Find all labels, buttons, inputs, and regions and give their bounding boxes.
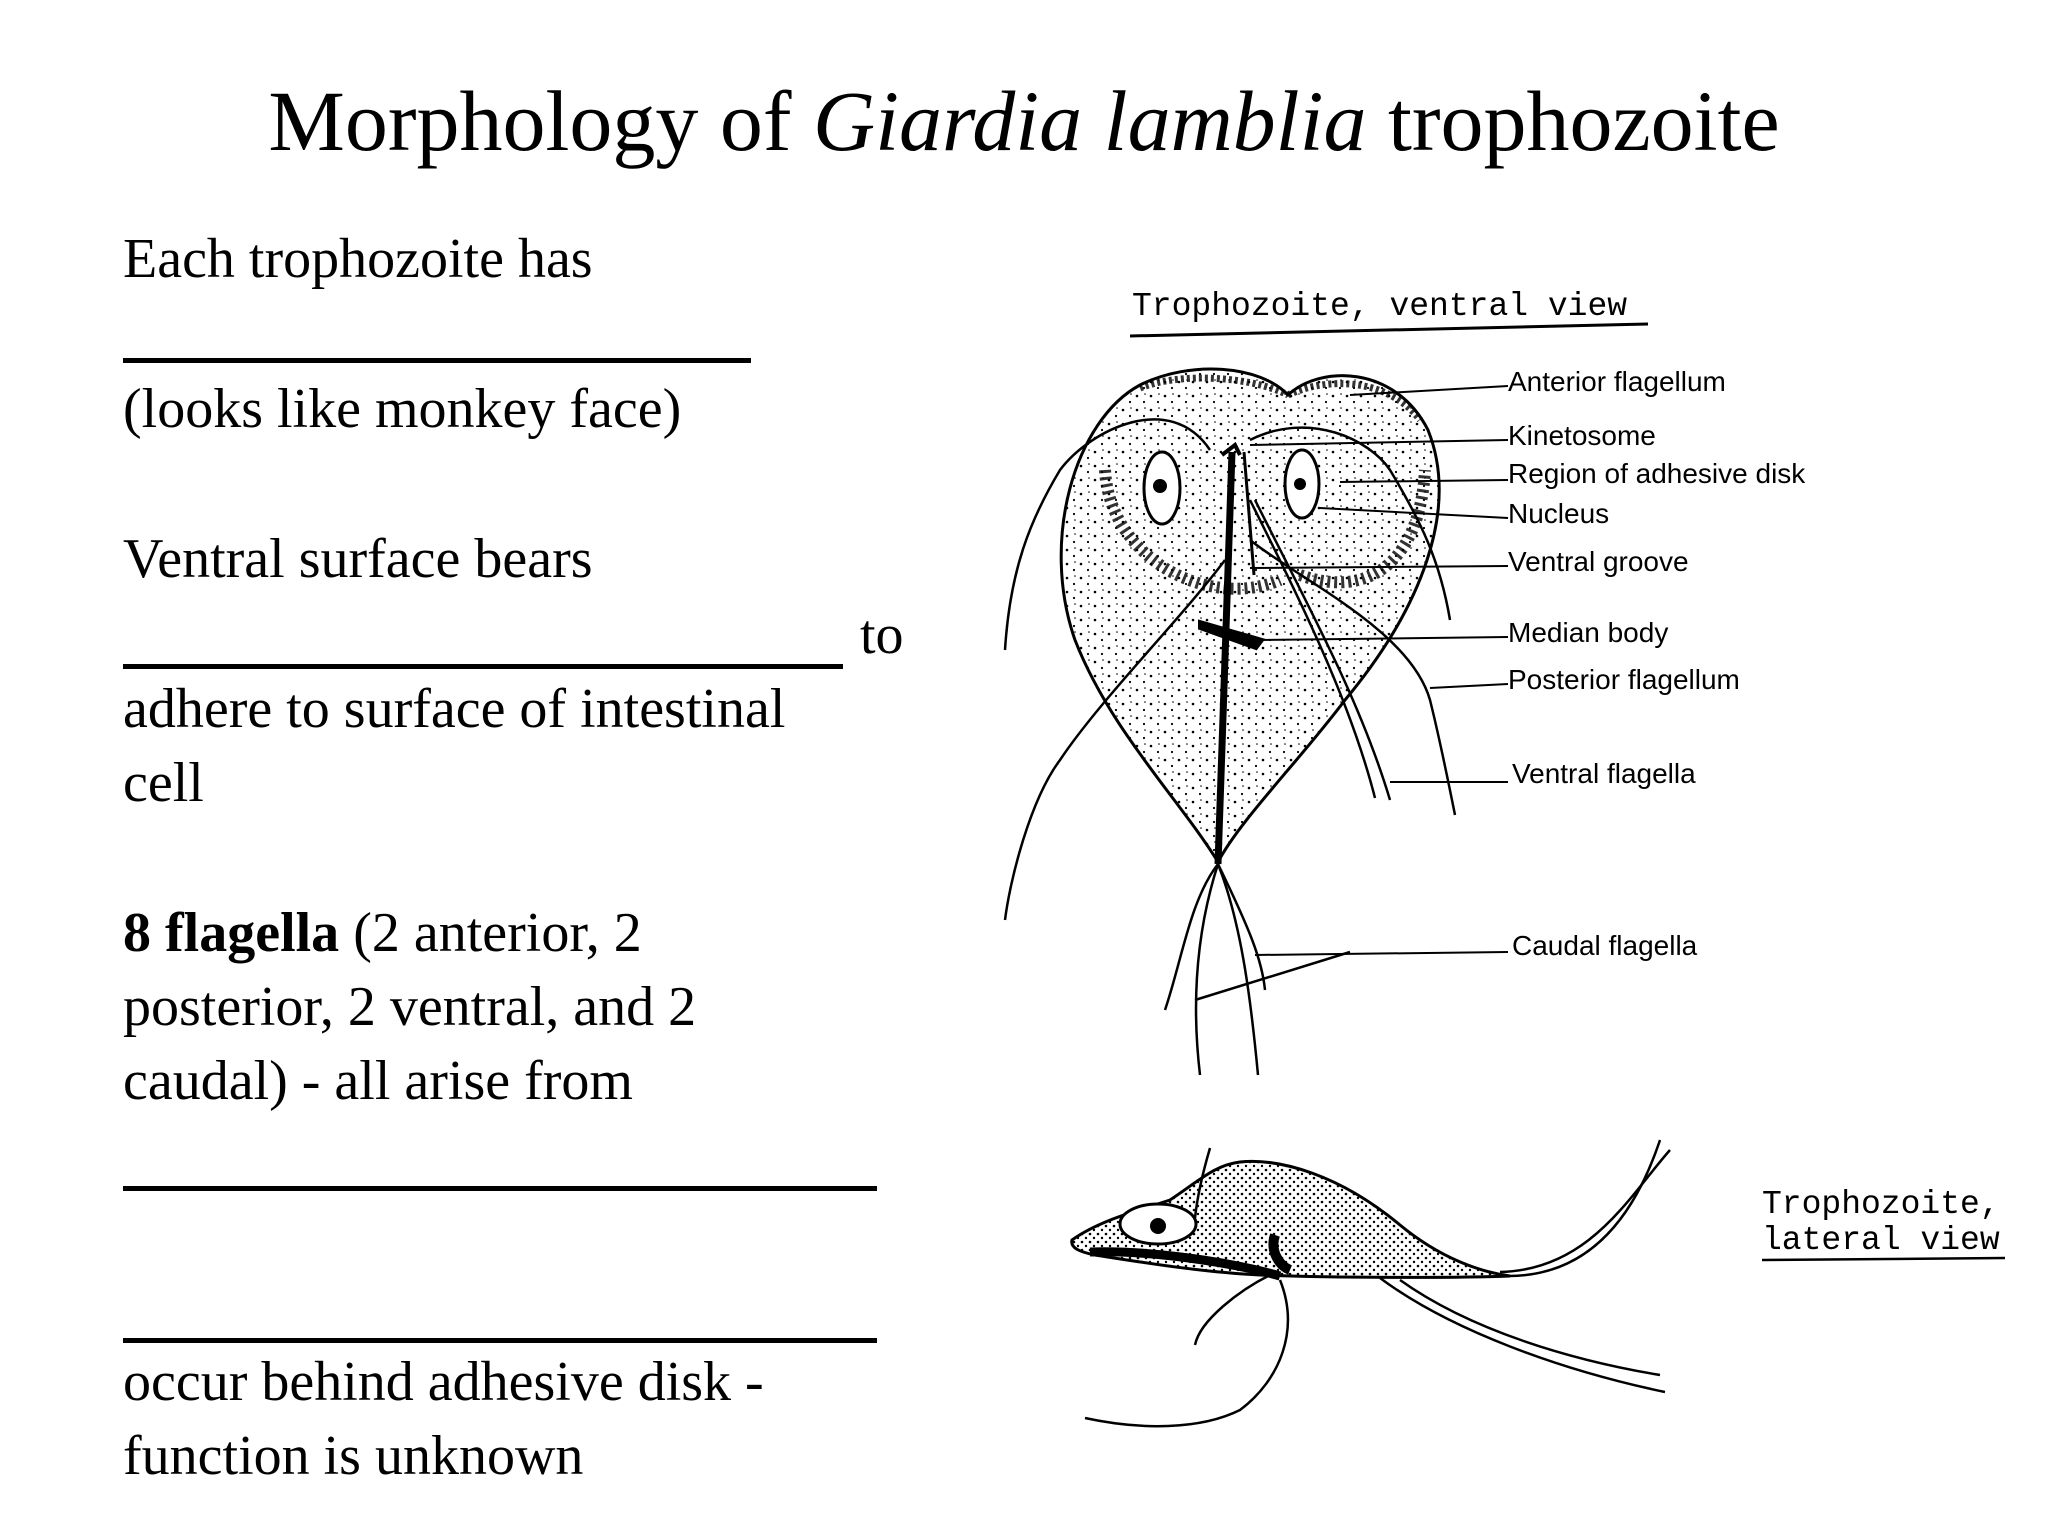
lateral-view-title-line1: Trophozoite, bbox=[1762, 1186, 2000, 1223]
page-title: Morphology of Giardia lamblia trophozoit… bbox=[268, 73, 1780, 169]
label-median-body: Median body bbox=[1508, 617, 1669, 648]
ventral-view-title: Trophozoite, ventral view bbox=[1132, 288, 1628, 325]
text-line-caudal: caudal) - all arise from bbox=[123, 1050, 633, 1112]
text-line-flagella: 8 flagella (2 anterior, 2 bbox=[123, 902, 642, 964]
text-line-posterior: posterior, 2 ventral, and 2 bbox=[123, 976, 697, 1038]
text-line-each-trophozoite: Each trophozoite has bbox=[123, 228, 593, 290]
ventral-title-underline bbox=[1129, 322, 1649, 338]
text-line-adhere: adhere to surface of intestinal bbox=[123, 678, 786, 740]
text-line-monkey-face: (looks like monkey face) bbox=[123, 378, 682, 440]
label-leader-lines bbox=[1249, 385, 1509, 956]
ventral-body bbox=[1059, 367, 1441, 866]
median-body bbox=[1198, 619, 1266, 651]
label-posterior-flagellum: Posterior flagellum bbox=[1508, 664, 1740, 695]
blank-line-1 bbox=[123, 358, 751, 363]
text-line-cell: cell bbox=[123, 752, 204, 814]
text-line-function-unknown: function is unknown bbox=[123, 1425, 584, 1487]
text-to: to bbox=[860, 604, 904, 666]
label-kinetosome: Kinetosome bbox=[1508, 420, 1656, 451]
blank-line-4 bbox=[123, 1338, 877, 1343]
flagella-count: 8 flagella bbox=[123, 902, 340, 964]
label-caudal-flagella: Caudal flagella bbox=[1512, 930, 1698, 961]
label-adhesive-disk: Region of adhesive disk bbox=[1508, 458, 1806, 489]
text-line-ventral-surface: Ventral surface bears bbox=[123, 528, 593, 590]
lateral-flagella bbox=[1084, 1139, 1671, 1428]
lateral-view-title-line2: lateral view bbox=[1762, 1222, 2000, 1259]
label-ventral-groove: Ventral groove bbox=[1508, 546, 1689, 577]
lateral-title-underline bbox=[1761, 1256, 2006, 1262]
label-ventral-flagella: Ventral flagella bbox=[1512, 758, 1696, 789]
species-name: Giardia lamblia bbox=[813, 73, 1367, 169]
label-anterior-flagellum: Anterior flagellum bbox=[1508, 366, 1726, 397]
text-line-behind-disk: occur behind adhesive disk - bbox=[123, 1351, 764, 1413]
blank-line-2 bbox=[123, 664, 843, 669]
ventral-flagella-drawing bbox=[1003, 418, 1457, 1076]
lateral-body bbox=[1070, 1159, 1511, 1281]
blank-line-3 bbox=[123, 1186, 877, 1191]
label-nucleus: Nucleus bbox=[1508, 498, 1610, 529]
